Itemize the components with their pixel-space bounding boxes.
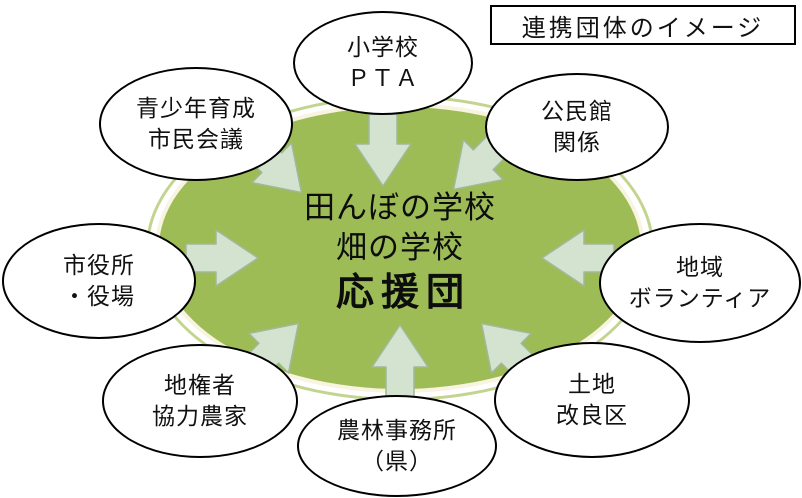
node-local-volunteers: 地域 ボランティア [599, 223, 801, 343]
node-label: 関係 [553, 129, 601, 155]
node-label: 土地 [568, 371, 616, 397]
node-label: 青少年育成 [136, 95, 256, 121]
node-label: 小学校 [347, 34, 419, 60]
node-label: ボランティア [628, 285, 772, 311]
node-label: 地域 [676, 254, 724, 280]
arrow-from-bottom-icon [371, 324, 429, 398]
node-land-improvement-district: 土地 改良区 [494, 342, 690, 458]
center-hub-label: 田んぼの学校 畑の学校 応援団 [250, 188, 550, 318]
arrow-from-left-icon [185, 229, 259, 287]
node-label: 市役所 [63, 252, 135, 278]
node-label: 改良区 [556, 402, 628, 428]
node-label: （県） [361, 448, 433, 474]
node-label: 公民館 [541, 98, 613, 124]
node-label: ・役場 [63, 283, 135, 309]
node-community-center: 公民館 関係 [485, 73, 669, 181]
node-label: 地権者 [164, 372, 236, 398]
legend-title-box: 連携団体のイメージ [490, 5, 796, 45]
node-city-hall-town-hall: 市役所 ・役場 [2, 223, 196, 339]
legend-title: 連携団体のイメージ [521, 14, 765, 42]
node-label: ＰＴＡ [347, 65, 419, 91]
node-label: 市民会議 [148, 126, 244, 152]
center-hub-label-line2: 畑の学校 [336, 230, 464, 265]
node-label: 協力農家 [152, 403, 248, 429]
node-landowners-cooperating-farms: 地権者 協力農家 [102, 344, 298, 458]
center-hub-label-line3: 応援団 [335, 272, 471, 314]
node-youth-development-council: 青少年育成 市民会議 [99, 67, 293, 181]
arrow-from-top-icon [354, 113, 412, 187]
node-elementary-school-pta: 小学校 ＰＴＡ [293, 11, 473, 115]
node-agriculture-forestry-office: 農林事務所 （県） [297, 395, 497, 497]
node-label: 農林事務所 [337, 417, 457, 443]
center-hub-label-line1: 田んぼの学校 [304, 190, 496, 225]
